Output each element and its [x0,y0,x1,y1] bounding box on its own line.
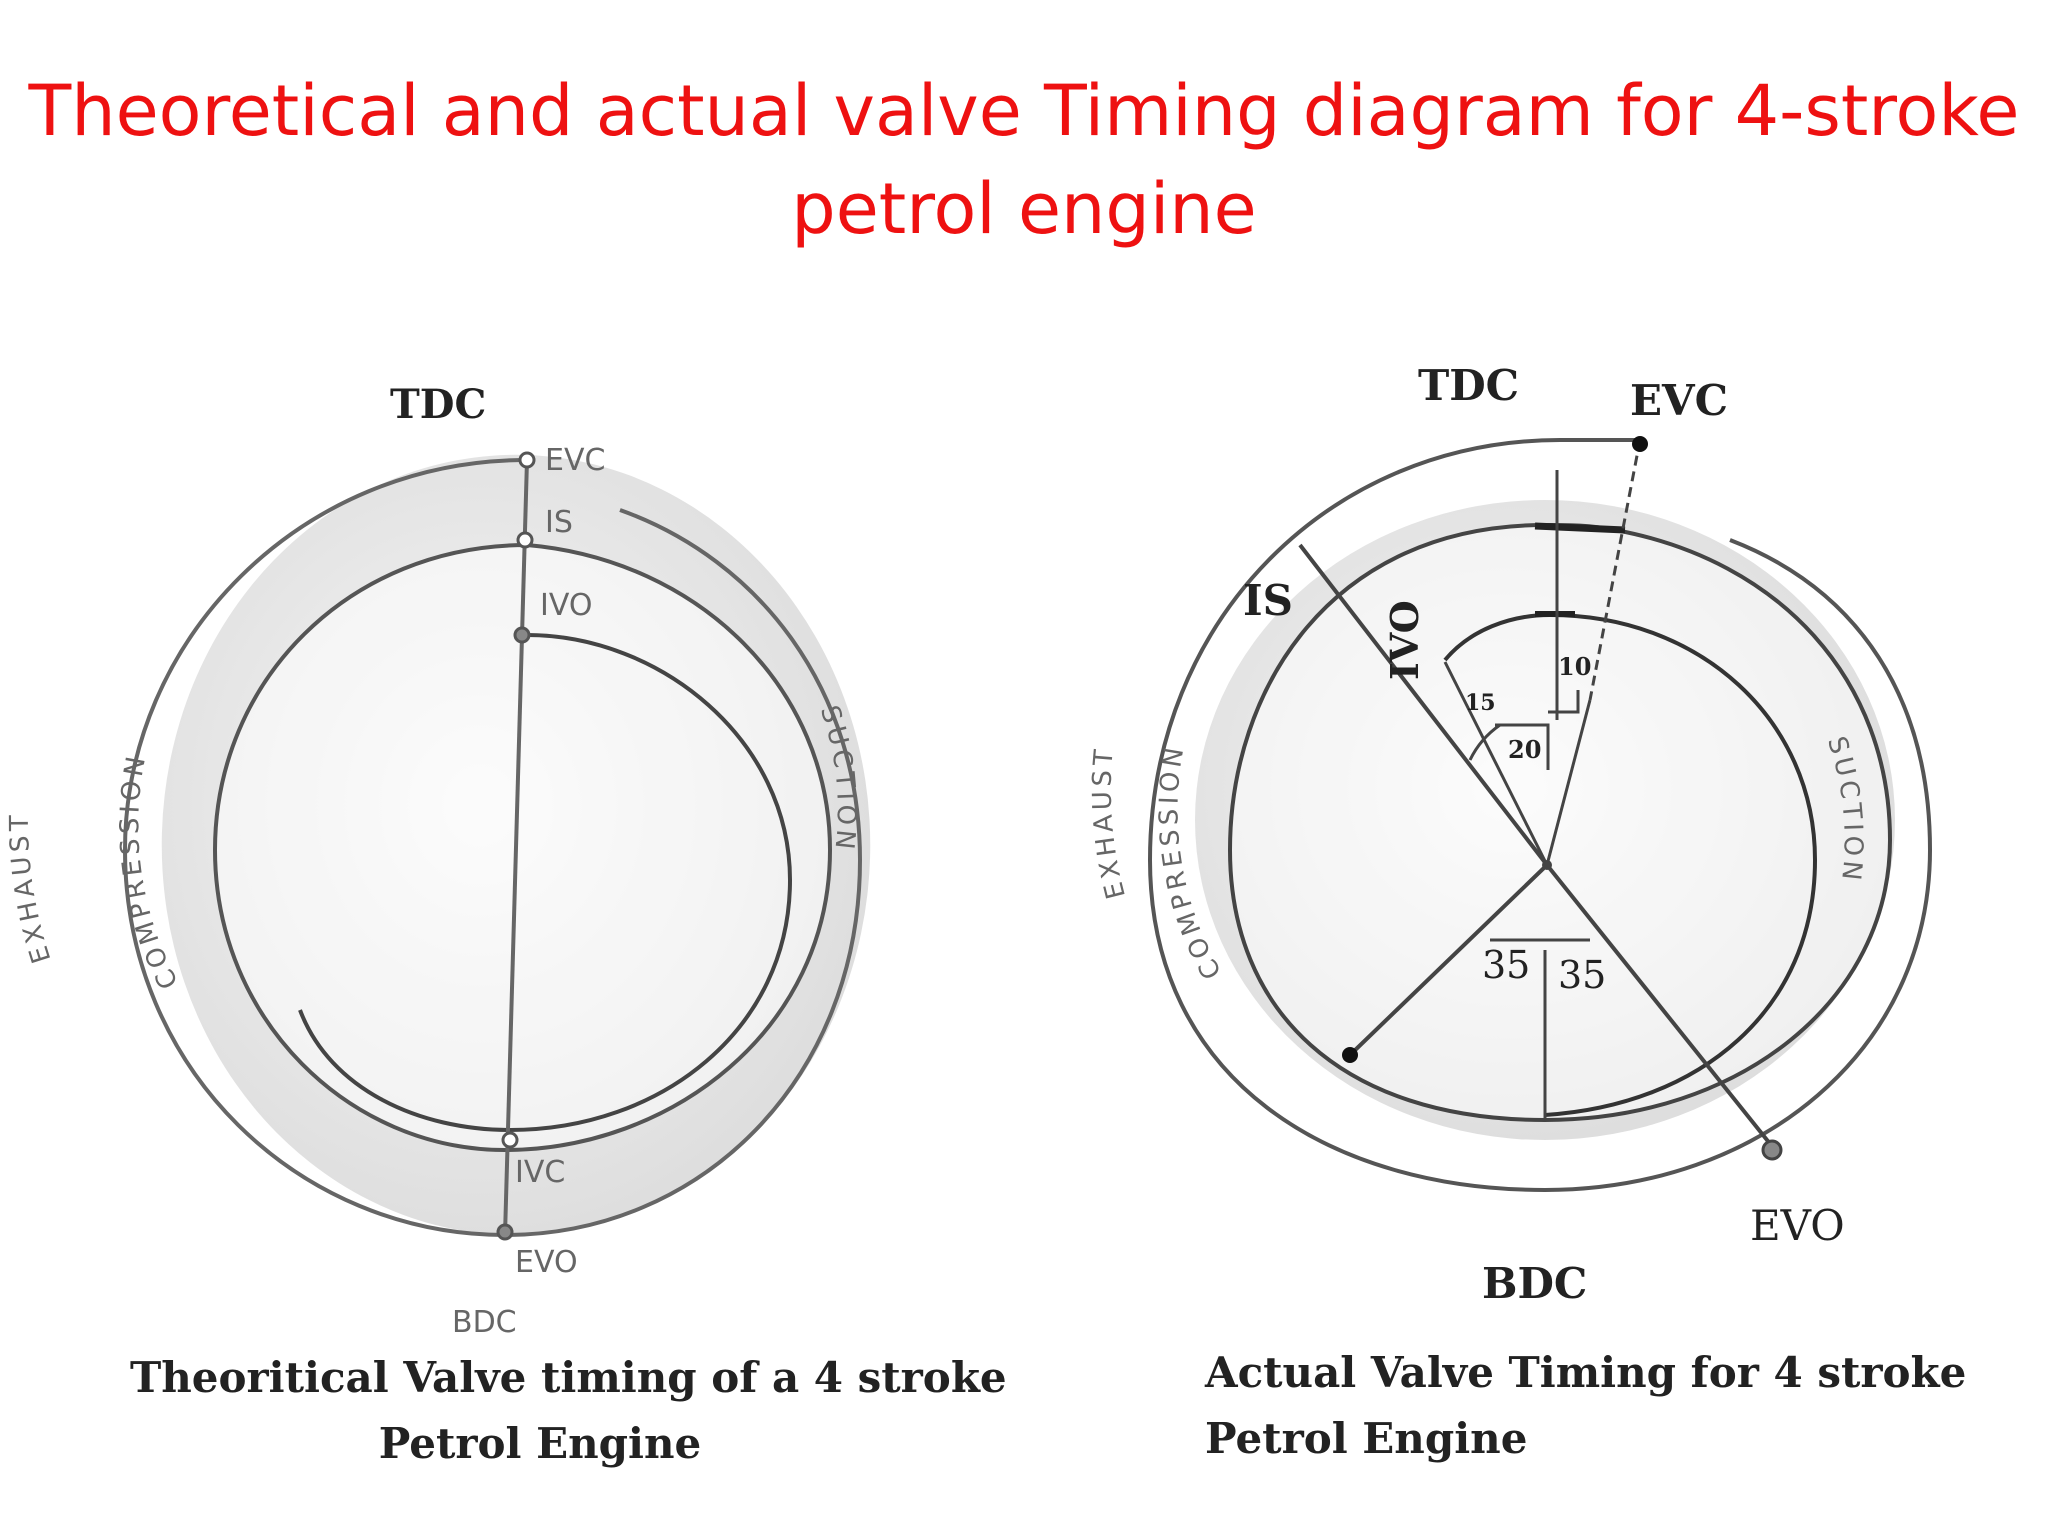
theoretical-tdc-bdc-line [503,459,529,1236]
actual-tdc-label: TDC [1418,361,1519,410]
theoretical-ivo-point [513,626,531,644]
theoretical-diagram: TDC EVC IS IVO IVC EVO BDC EXHAUST COMPR… [5,381,871,1340]
actual-ivc-point [1342,1047,1358,1063]
actual-evc-label: EVC [1630,376,1728,425]
actual-ivo-label: IVO [1382,600,1427,680]
actual-suction-arc [1443,612,1818,1117]
actual-center-point [1542,860,1552,870]
actual-bdc-label: BDC [1482,1259,1587,1308]
theoretical-evo-label: EVO [515,1245,578,1280]
theoretical-ivc-label: IVC [515,1155,565,1190]
actual-angle-35-left-label: 35 [1482,943,1530,987]
actual-ivo-dashed-line-2 [1545,699,1592,866]
theoretical-exhaust-label: EXHAUST [5,811,58,966]
actual-evo-point [1761,1139,1783,1161]
theoretical-exhaust-arc [122,458,863,1238]
slide-title-line-2: petrol engine [791,168,1257,250]
slide-title-line-1: Theoretical and actual valve Timing diag… [28,70,2020,152]
theoretical-caption: Theoritical Valve timing of a 4 stroke P… [130,1345,1007,1477]
actual-inner-diag [1443,661,1549,866]
theoretical-suction-arc [298,633,793,1133]
actual-evc-arc-mark [1534,522,1626,534]
theoretical-ivc-point [501,1131,519,1149]
actual-is-label: IS [1243,576,1293,625]
actual-angle-20-label: 20 [1508,735,1541,764]
actual-exhaust-label: EXHAUST [1088,745,1132,902]
actual-angle-arc-15 [1468,723,1501,761]
theoretical-evo-point [496,1223,514,1241]
theoretical-caption-line-1: Theoritical Valve timing of a 4 stroke [130,1353,1007,1402]
theoretical-tdc-label: TDC [390,381,486,428]
actual-angle-10-label: 10 [1558,652,1591,681]
actual-angle-box-20 [1495,723,1550,770]
theoretical-is-point [516,531,534,549]
actual-evo-label: EVO [1750,1201,1845,1250]
actual-caption-line-1: Actual Valve Timing for 4 stroke [1205,1348,1967,1397]
actual-is-line [1298,543,1549,867]
actual-outer-arc [1147,438,1933,1193]
actual-angle-15-label: 15 [1465,690,1496,716]
theoretical-evc-point [518,451,536,469]
theoretical-evc-label: EVC [545,443,605,478]
actual-evo-line [1545,863,1777,1152]
actual-caption-line-2: Petrol Engine [1205,1414,1528,1463]
actual-angle-35-right-label: 35 [1558,953,1606,997]
actual-angle-box-10 [1548,690,1580,714]
actual-diagram: TDC EVC IS IVO 10 15 20 35 35 EVO BDC EX… [1088,361,1933,1308]
slide-title: Theoretical and actual valve Timing diag… [0,62,2048,258]
theoretical-caption-line-2: Petrol Engine [378,1419,702,1468]
theoretical-compression-arc [212,543,833,1153]
theoretical-ivo-label: IVO [540,588,592,623]
theoretical-bdc-label: BDC [452,1305,517,1340]
actual-ivc-line [1348,863,1549,1057]
actual-caption: Actual Valve Timing for 4 stroke Petrol … [1205,1340,1967,1472]
theoretical-is-label: IS [545,505,573,540]
actual-ivo-dashed-line [1588,439,1642,701]
actual-evc-point [1632,436,1648,452]
